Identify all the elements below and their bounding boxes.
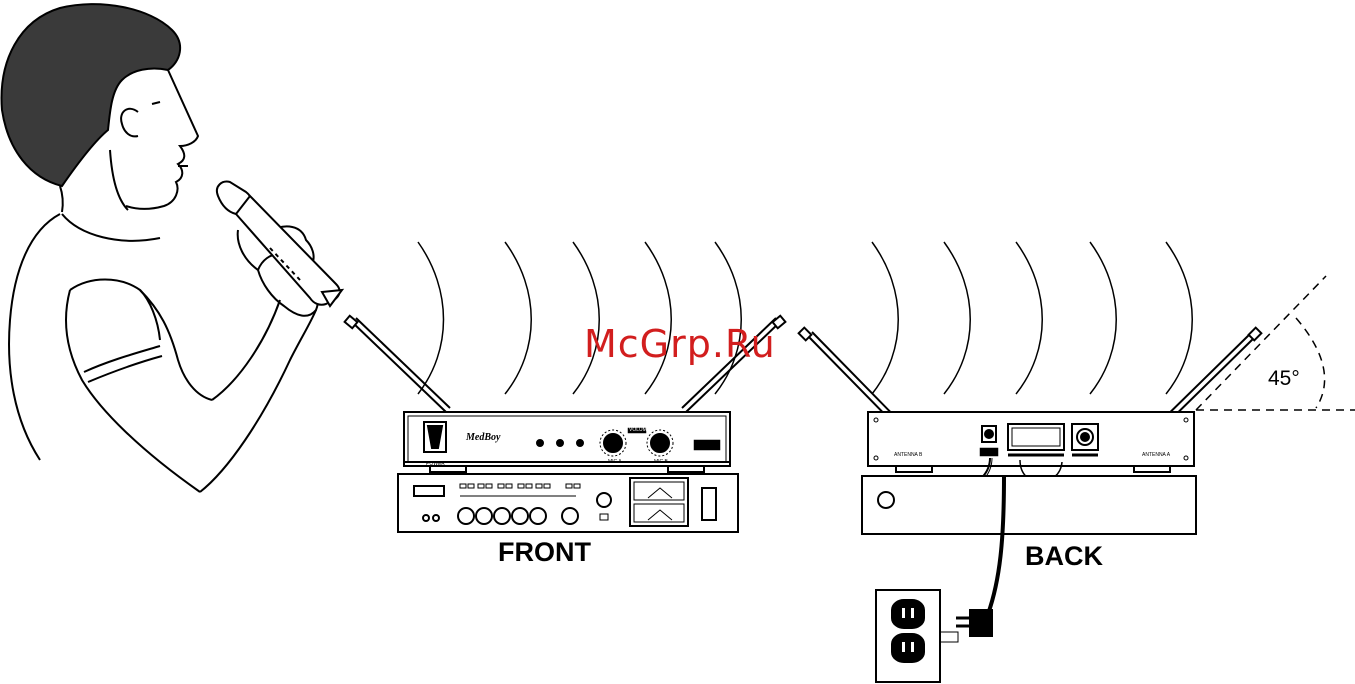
mic-a-label: MIC A <box>608 459 622 465</box>
power-plug-icon <box>940 610 992 642</box>
power-label: POWER <box>426 461 445 467</box>
sleeve-band-2 <box>88 356 162 382</box>
hair <box>2 4 181 186</box>
face <box>126 70 198 209</box>
upper-arm-front <box>66 290 200 492</box>
receiver-case <box>404 412 730 466</box>
volume-knob-b <box>651 434 669 452</box>
radio-wave-icon <box>418 242 1192 394</box>
antenna-a-label: ANTENNA A <box>1142 452 1170 458</box>
forearm-top <box>212 300 280 400</box>
sleeve <box>70 280 160 341</box>
back-amplifier <box>862 476 1196 534</box>
eye <box>152 102 160 104</box>
volume-knob-a <box>604 434 622 452</box>
volume-label: VOLUME <box>629 427 650 433</box>
front-amplifier <box>398 474 738 532</box>
torso <box>9 214 60 460</box>
ear <box>121 109 138 137</box>
angle-label: 45° <box>1268 367 1300 391</box>
watermark: McGrp.Ru <box>584 322 776 366</box>
collar <box>62 214 160 241</box>
power-outlet-icon <box>876 590 940 682</box>
microphone-icon <box>217 182 342 306</box>
brand-logo: MedBoy <box>466 432 500 443</box>
neck <box>110 150 128 210</box>
front-label: FRONT <box>498 537 591 568</box>
antenna-b-label: ANTENNA B <box>894 452 922 458</box>
shoulder-line <box>60 186 63 212</box>
forearm-bottom <box>200 310 316 492</box>
back-label: BACK <box>1025 541 1103 572</box>
mic-body <box>236 196 340 305</box>
mic-b-label: MIC B <box>654 459 668 465</box>
